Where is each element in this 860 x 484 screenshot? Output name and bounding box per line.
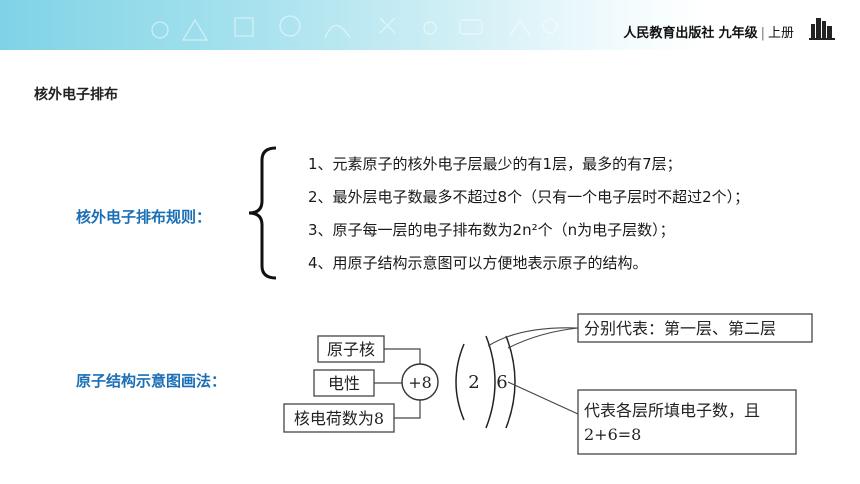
brace-icon [248, 146, 277, 280]
nucleus-value: +8 [408, 373, 432, 392]
pointer-layers-2 [507, 327, 579, 349]
rules-list: 1、元素原子的核外电子层最少的有1层，最多的有7层； 2、最外层电子数最多不超过… [308, 150, 749, 282]
rule-item-2: 2、最外层电子数最多不超过8个（只有一个电子层时不超过2个）； [308, 188, 750, 206]
header-banner: 人民教育出版社 九年级|上册 [0, 0, 860, 50]
separator: | [760, 26, 765, 41]
shell-2-count: 6 [496, 372, 507, 393]
grade-label: 九年级 [718, 26, 758, 41]
nuclear-charge-box [283, 403, 395, 433]
connector-nuclear-charge [394, 400, 421, 419]
rule-item-4: 4、用原子结构示意图可以方便地表示原子的结构。 [308, 254, 648, 272]
section-title: 核外电子排布 [34, 87, 118, 103]
nucleus-box-label: 原子核 [327, 340, 375, 359]
volume-label: 上册 [767, 26, 794, 41]
rule-item-3: 3、原子每一层的电子排布数为2n²个（n为电子层数）； [308, 221, 675, 239]
shell-1-count: 2 [468, 372, 479, 393]
decorative-pattern-icon [151, 15, 558, 41]
books-icon [809, 18, 835, 40]
charge-box [313, 369, 375, 397]
electrons-box-line-1: 代表各层所填电子数，且 [584, 401, 760, 420]
nucleus-circle [401, 363, 439, 401]
rule-item-1: 1、元素原子的核外电子层最少的有1层，最多的有7层； [308, 155, 682, 173]
electrons-box-line-2: 2+6=8 [584, 425, 641, 444]
layers-box [577, 313, 813, 343]
nucleus-box [317, 335, 385, 363]
nuclear-charge-box-label: 核电荷数为8 [294, 409, 384, 428]
shell-arc-3 [505, 335, 516, 429]
charge-box-label: 电性 [328, 374, 360, 393]
publisher-name: 人民教育出版社 [623, 26, 715, 41]
pointer-electrons [507, 381, 579, 415]
rules-label: 核外电子排布规则： [76, 208, 212, 226]
layers-box-label: 分别代表：第一层、第二层 [584, 319, 776, 338]
electrons-box [577, 389, 797, 455]
connector-nucleus [384, 348, 421, 364]
publisher-info: 人民教育出版社 九年级|上册 [623, 22, 794, 41]
pointer-layers-1 [487, 327, 579, 347]
atom-structure-diagram: 原子核 电性 核电荷数为8 +8 2 6 分别代表：第一层、第二层 代表各层所填… [283, 313, 813, 455]
diagram-label: 原子结构示意图画法： [76, 372, 227, 390]
shell-arc-2 [485, 335, 496, 429]
shell-arc-1 [455, 343, 465, 421]
